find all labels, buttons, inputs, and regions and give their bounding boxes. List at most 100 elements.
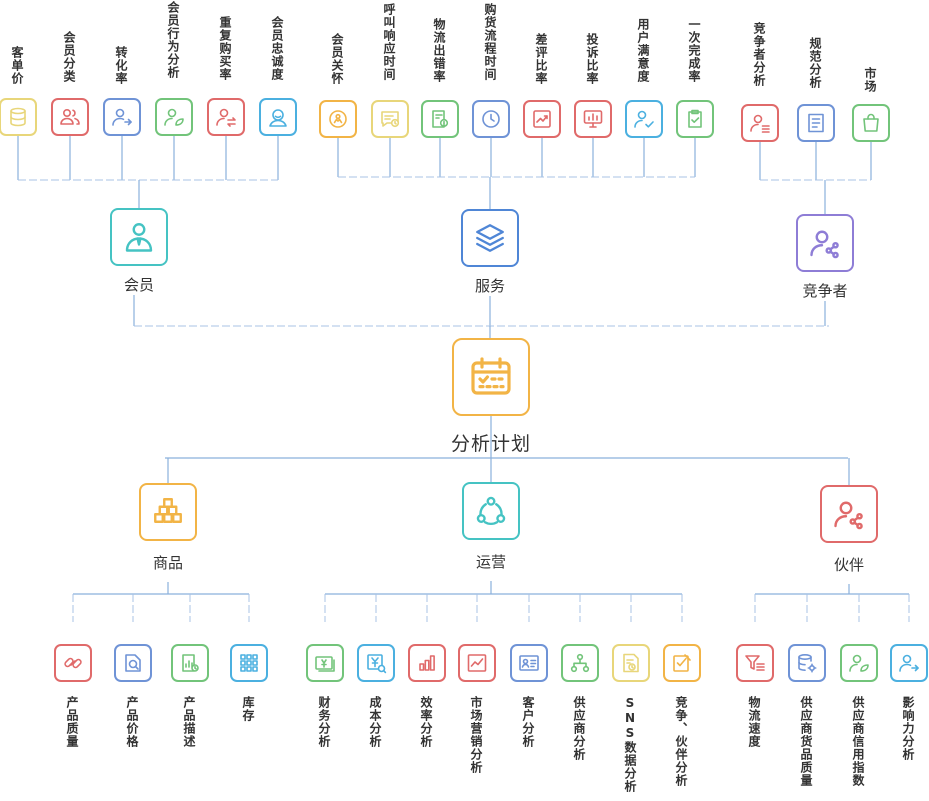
- user-smile-icon: [269, 109, 287, 127]
- goods-item-2-icon: [171, 644, 209, 682]
- document-icon: [808, 113, 824, 133]
- operation-item-5-label: 供应商分析: [572, 696, 586, 761]
- bag-icon: [863, 113, 879, 132]
- operation-item-4-label: 客户分析: [521, 696, 535, 748]
- operation-item-7-label: 竞争、伙伴分析: [674, 696, 688, 787]
- grid-icon: [240, 654, 258, 672]
- operation-item-0-icon: [306, 644, 344, 682]
- org-chart-icon: [570, 653, 590, 673]
- service-item-0-icon: [319, 100, 357, 138]
- user-arrow-icon: [899, 654, 919, 672]
- chain-icon: [64, 657, 82, 669]
- operation-item-0-label: 财务分析: [317, 696, 331, 748]
- doc-clock-icon: [623, 653, 639, 673]
- member-item-0-icon: [0, 98, 37, 136]
- member-item-4-icon: [207, 98, 245, 136]
- member-item-4-label: 重复购买率: [218, 16, 232, 81]
- id-card-icon: [519, 655, 539, 671]
- operation-item-1-icon: [357, 644, 395, 682]
- goods-item-3-icon: [230, 644, 268, 682]
- chart-trend-icon: [533, 110, 551, 128]
- service-item-4-icon: [523, 100, 561, 138]
- operation-item-5-icon: [561, 644, 599, 682]
- operation-item-6-label: SNS数据分析: [623, 696, 637, 793]
- service-item-4-label: 差评比率: [534, 33, 548, 85]
- user-arrow-icon: [112, 108, 132, 126]
- member-group-label: 会员: [123, 276, 155, 294]
- service-item-7-label: 一次完成率: [687, 18, 701, 83]
- operation-item-7-icon: [663, 644, 701, 682]
- goods-item-3-label: 库存: [241, 696, 255, 722]
- user-share-icon: [834, 501, 863, 530]
- user-share-icon: [810, 230, 839, 259]
- competitor-item-2-label: 市场: [863, 67, 877, 93]
- users-icon: [60, 109, 80, 125]
- clipboard-check-icon: [688, 109, 702, 128]
- partner-item-2-icon: [840, 644, 878, 682]
- service-item-1-label: 呼叫响应时间: [382, 3, 396, 81]
- partner-item-2-label: 供应商信用指数: [851, 696, 865, 787]
- user-leaf-icon: [849, 654, 869, 672]
- member-item-3-icon: [155, 98, 193, 136]
- service-item-5-label: 投诉比率: [585, 33, 599, 85]
- cycle-icon: [476, 496, 506, 525]
- competitor-item-0-icon: [741, 104, 779, 142]
- operation-item-6-icon: [612, 644, 650, 682]
- operation-group-label: 运营: [475, 553, 507, 571]
- operation-group-icon: [462, 482, 520, 540]
- calendar-icon: [471, 357, 511, 395]
- partner-item-0-icon: [736, 644, 774, 682]
- center-title: 分析计划: [450, 433, 532, 455]
- price-tag-icon: [125, 654, 141, 672]
- service-group-label: 服务: [474, 277, 506, 295]
- goods-item-1-label: 产品价格: [125, 696, 139, 748]
- operation-item-3-icon: [458, 644, 496, 682]
- partner-item-3-icon: [890, 644, 928, 682]
- user-leaf-icon: [164, 108, 184, 126]
- goods-group-icon: [139, 483, 197, 541]
- service-item-0-label: 会员关怀: [330, 33, 344, 85]
- partner-group-label: 伙伴: [833, 556, 865, 574]
- member-item-1-label: 会员分类: [62, 31, 76, 83]
- operation-item-4-icon: [510, 644, 548, 682]
- member-item-5-label: 会员忠诚度: [270, 16, 284, 81]
- user-exchange-icon: [216, 108, 236, 127]
- monitor-bars-icon: [583, 110, 603, 128]
- competitor-item-1-label: 规范分析: [808, 37, 822, 89]
- filter-list-icon: [745, 655, 765, 671]
- member-group-icon: [110, 208, 168, 266]
- money-icon: [315, 656, 335, 672]
- competitor-group-label: 竞争者: [802, 282, 848, 300]
- service-item-3-label: 购货流程时间: [483, 3, 497, 81]
- layers-icon: [476, 224, 504, 252]
- competitor-item-1-icon: [797, 104, 835, 142]
- service-item-5-icon: [574, 100, 612, 138]
- yen-search-icon: [367, 654, 387, 674]
- user-list-icon: [750, 114, 770, 133]
- goods-item-0-label: 产品质量: [65, 696, 79, 748]
- operation-item-1-label: 成本分析: [368, 696, 382, 748]
- service-item-3-icon: [472, 100, 510, 138]
- member-item-2-icon: [103, 98, 141, 136]
- message-clock-icon: [381, 111, 400, 128]
- competitor-group-icon: [796, 214, 854, 272]
- goods-item-1-icon: [114, 644, 152, 682]
- care-icon: [329, 110, 347, 128]
- doc-error-icon: [432, 110, 449, 128]
- member-item-1-icon: [51, 98, 89, 136]
- service-group-icon: [461, 209, 519, 267]
- member-icon: [125, 223, 153, 252]
- service-item-7-icon: [676, 100, 714, 138]
- operation-item-2-icon: [408, 644, 446, 682]
- goods-item-0-icon: [54, 644, 92, 682]
- member-item-3-label: 会员行为分析: [166, 1, 180, 79]
- bar-chart-icon: [419, 655, 435, 671]
- partner-item-1-label: 供应商货品质量: [799, 696, 813, 787]
- trend-board-icon: [467, 654, 487, 672]
- service-item-6-label: 用户满意度: [636, 18, 650, 83]
- member-item-2-label: 转化率: [114, 46, 128, 85]
- member-item-5-icon: [259, 98, 297, 136]
- database-icon: [10, 107, 26, 127]
